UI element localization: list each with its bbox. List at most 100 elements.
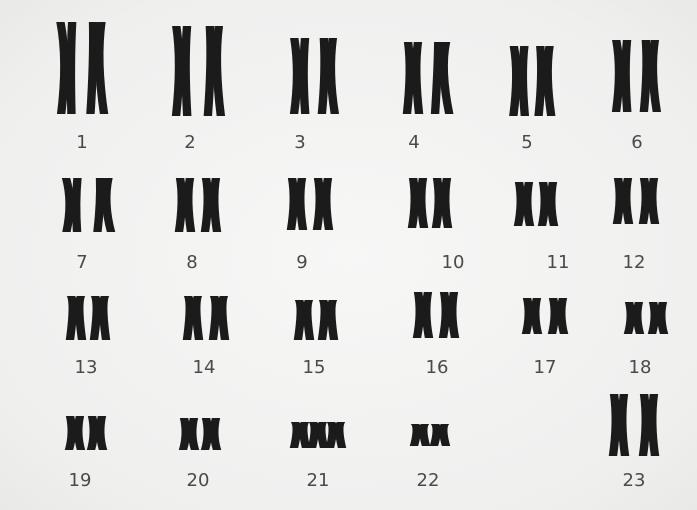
centromere xyxy=(320,197,329,203)
centromere xyxy=(415,198,424,204)
chromatid xyxy=(213,26,225,116)
chromosome-pair-10 xyxy=(408,178,453,228)
chromosome-pair-2 xyxy=(172,26,225,116)
centromere xyxy=(333,424,342,430)
chromatid xyxy=(181,26,191,116)
chromosome-pair-6 xyxy=(612,40,661,112)
chromosome-pair-22 xyxy=(410,424,451,446)
centromere xyxy=(436,66,445,72)
centromere xyxy=(72,430,81,436)
centromere xyxy=(73,301,82,307)
centromere xyxy=(410,66,419,72)
chromosome-number-label: 17 xyxy=(515,357,575,378)
chromosome-number-label: 6 xyxy=(607,132,667,153)
chromosome-pair-15 xyxy=(294,300,339,340)
chromosome-pair-1 xyxy=(56,22,108,114)
chromosome-pair-16 xyxy=(413,292,460,338)
chromosome-pair-19 xyxy=(65,416,108,450)
chromosome-pair-3 xyxy=(290,38,339,114)
centromere xyxy=(97,301,106,307)
chromosome-number-label: 9 xyxy=(272,252,332,273)
centromere xyxy=(92,58,101,64)
chromatid xyxy=(299,38,309,114)
chromosome-number-label: 21 xyxy=(288,470,348,491)
chromosome-pair-14 xyxy=(183,296,230,340)
centromere xyxy=(216,301,225,307)
centromere xyxy=(541,71,550,77)
chromatid xyxy=(618,394,629,456)
chromosome-number-label: 2 xyxy=(160,132,220,153)
chromosome-number-label: 10 xyxy=(423,252,483,273)
chromosome-pair-11 xyxy=(514,182,559,226)
chromatid xyxy=(56,22,68,114)
chromatid xyxy=(210,178,221,232)
centromere xyxy=(655,313,664,319)
centromere xyxy=(545,200,554,206)
centromere xyxy=(180,59,189,65)
centromere xyxy=(529,311,538,317)
centromere xyxy=(99,199,108,205)
centromere xyxy=(446,310,455,316)
centromere xyxy=(297,424,306,430)
chromosome-number-label: 5 xyxy=(497,132,557,153)
centromere xyxy=(555,311,564,317)
chromosome-pair-18 xyxy=(624,302,669,334)
centromere xyxy=(208,431,217,437)
chromosome-pair-4 xyxy=(403,42,454,114)
chromatid xyxy=(649,40,661,112)
centromere xyxy=(420,310,429,316)
centromere xyxy=(631,313,640,319)
chromosome-pair-8 xyxy=(175,178,222,232)
chromosome-pair-17 xyxy=(522,298,569,334)
chromatid xyxy=(95,22,108,114)
centromere xyxy=(66,58,75,64)
chromosome-number-label: 12 xyxy=(604,252,664,273)
centromere xyxy=(521,200,530,206)
chromatid xyxy=(327,38,339,114)
centromere xyxy=(616,419,625,425)
centromere xyxy=(182,197,191,203)
chromosome-number-label: 8 xyxy=(162,252,222,273)
chromatid xyxy=(519,46,529,116)
centromere xyxy=(517,71,526,77)
centromere xyxy=(294,197,303,203)
chromosome-pair-13 xyxy=(66,296,111,340)
centromere xyxy=(620,67,629,73)
chromosome-number-label: 4 xyxy=(384,132,444,153)
chromatid xyxy=(412,42,423,114)
chromosome-number-label: 19 xyxy=(50,470,110,491)
chromosome-number-label: 11 xyxy=(528,252,588,273)
chromosome-pair-7 xyxy=(62,178,115,232)
chromosome-pair-9 xyxy=(287,178,334,230)
centromere xyxy=(620,195,629,201)
chromosome-number-label: 1 xyxy=(52,132,112,153)
chromosome-number-label: 22 xyxy=(398,470,458,491)
chromatid xyxy=(648,394,659,456)
centromere xyxy=(190,301,199,307)
chromatid xyxy=(543,46,555,116)
centromere xyxy=(315,424,324,430)
centromere xyxy=(646,195,655,201)
chromosome-number-label: 15 xyxy=(284,357,344,378)
chromatid xyxy=(296,178,307,230)
centromere xyxy=(208,197,217,203)
centromere xyxy=(186,431,195,437)
chromosome-number-label: 14 xyxy=(174,357,234,378)
centromere xyxy=(646,419,655,425)
chromatid xyxy=(621,40,631,112)
centromere xyxy=(298,69,307,75)
centromere xyxy=(646,67,655,73)
centromere xyxy=(324,69,333,75)
centromere xyxy=(210,59,219,65)
chromosome-pair-23 xyxy=(609,394,660,456)
chromosome-number-label: 3 xyxy=(270,132,330,153)
chromosome-pair-12 xyxy=(613,178,660,224)
chromosome-pair-5 xyxy=(509,46,555,116)
chromatid xyxy=(67,22,77,114)
chromosome-number-label: 23 xyxy=(604,470,664,491)
chromosome-number-label: 13 xyxy=(56,357,116,378)
chromosome-pair-21 xyxy=(290,422,347,448)
chromatid xyxy=(322,178,333,230)
chromosome-number-label: 18 xyxy=(610,357,670,378)
centromere xyxy=(94,430,103,436)
